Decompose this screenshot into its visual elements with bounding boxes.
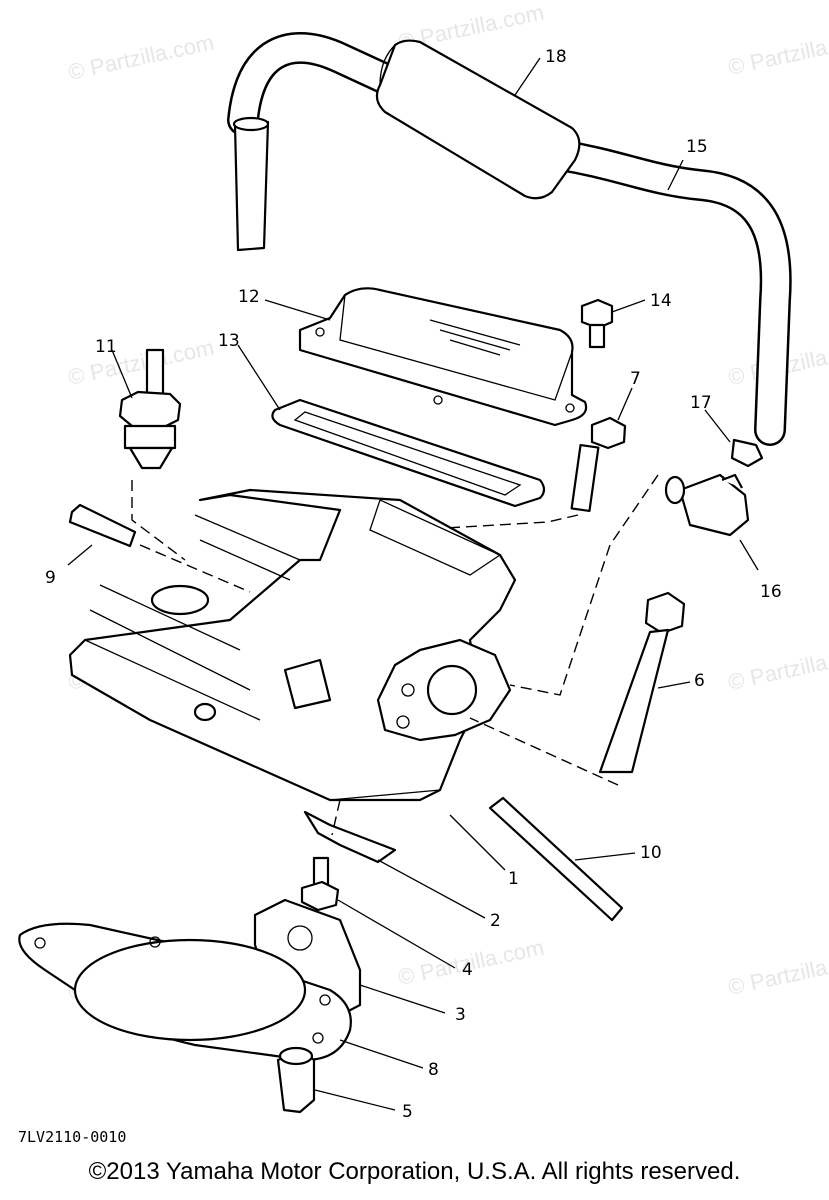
- watermark: © Partzilla.com: [66, 335, 216, 390]
- callout-17: 17: [690, 393, 712, 413]
- head-cover-gasket-part: [271, 398, 546, 508]
- watermark: © Partzilla.com: [726, 25, 829, 80]
- callout-7: 7: [630, 369, 641, 389]
- lock-washer-part: [303, 810, 397, 864]
- hose-end-part: [233, 120, 270, 252]
- cylinder-head-part: [68, 488, 517, 802]
- callout-5: 5: [402, 1102, 413, 1122]
- assembly-line: [131, 480, 186, 561]
- callout-3: 3: [455, 1005, 466, 1025]
- callout-11: 11: [95, 337, 117, 357]
- callout-16: 16: [760, 582, 782, 602]
- watermark: © Partzilla.com: [66, 30, 216, 85]
- dowel-part: [276, 1046, 316, 1114]
- watermark: © Partzilla.com: [726, 945, 829, 1000]
- leader-lines: [67, 57, 759, 1111]
- callout-4: 4: [462, 960, 473, 980]
- bolt-6-part: [598, 591, 686, 774]
- callout-2: 2: [490, 911, 501, 931]
- callout-8: 8: [428, 1060, 439, 1080]
- stud-9-part: [68, 503, 137, 548]
- callout-15: 15: [686, 137, 708, 157]
- callout-labels: 18 15 12 14 11 13 7 17 16 9 6 10 1 2 4 3…: [45, 47, 782, 1122]
- assembly-line: [469, 717, 619, 786]
- callout-1: 1: [508, 869, 519, 889]
- bolt-14-part: [580, 298, 614, 349]
- stud-10-part: [488, 796, 624, 922]
- breather-tank-part: [375, 39, 581, 200]
- callout-6: 6: [694, 671, 705, 691]
- diagram-code: 7LV2110-0010: [18, 1128, 126, 1146]
- clamp-part: [730, 438, 764, 468]
- callout-10: 10: [640, 843, 662, 863]
- head-cover-part: [298, 287, 588, 427]
- assembly-line: [444, 514, 579, 529]
- watermark: © Partzilla.com: [726, 640, 829, 695]
- bolt-7-part: [570, 416, 627, 513]
- callout-12: 12: [238, 287, 260, 307]
- copyright-notice: ©2013 Yamaha Motor Corporation, U.S.A. A…: [88, 1158, 741, 1185]
- callout-18: 18: [545, 47, 567, 67]
- callout-9: 9: [45, 568, 56, 588]
- assembly-line: [139, 544, 251, 593]
- callout-13: 13: [218, 331, 240, 351]
- elbow-fitting-part: [664, 473, 750, 537]
- callout-14: 14: [650, 291, 672, 311]
- bolt-4-part: [300, 856, 340, 912]
- assembly-line: [331, 799, 341, 836]
- assembly-line: [509, 474, 659, 696]
- head-gasket-part: [18, 922, 352, 1062]
- spark-plug-part: [118, 348, 182, 470]
